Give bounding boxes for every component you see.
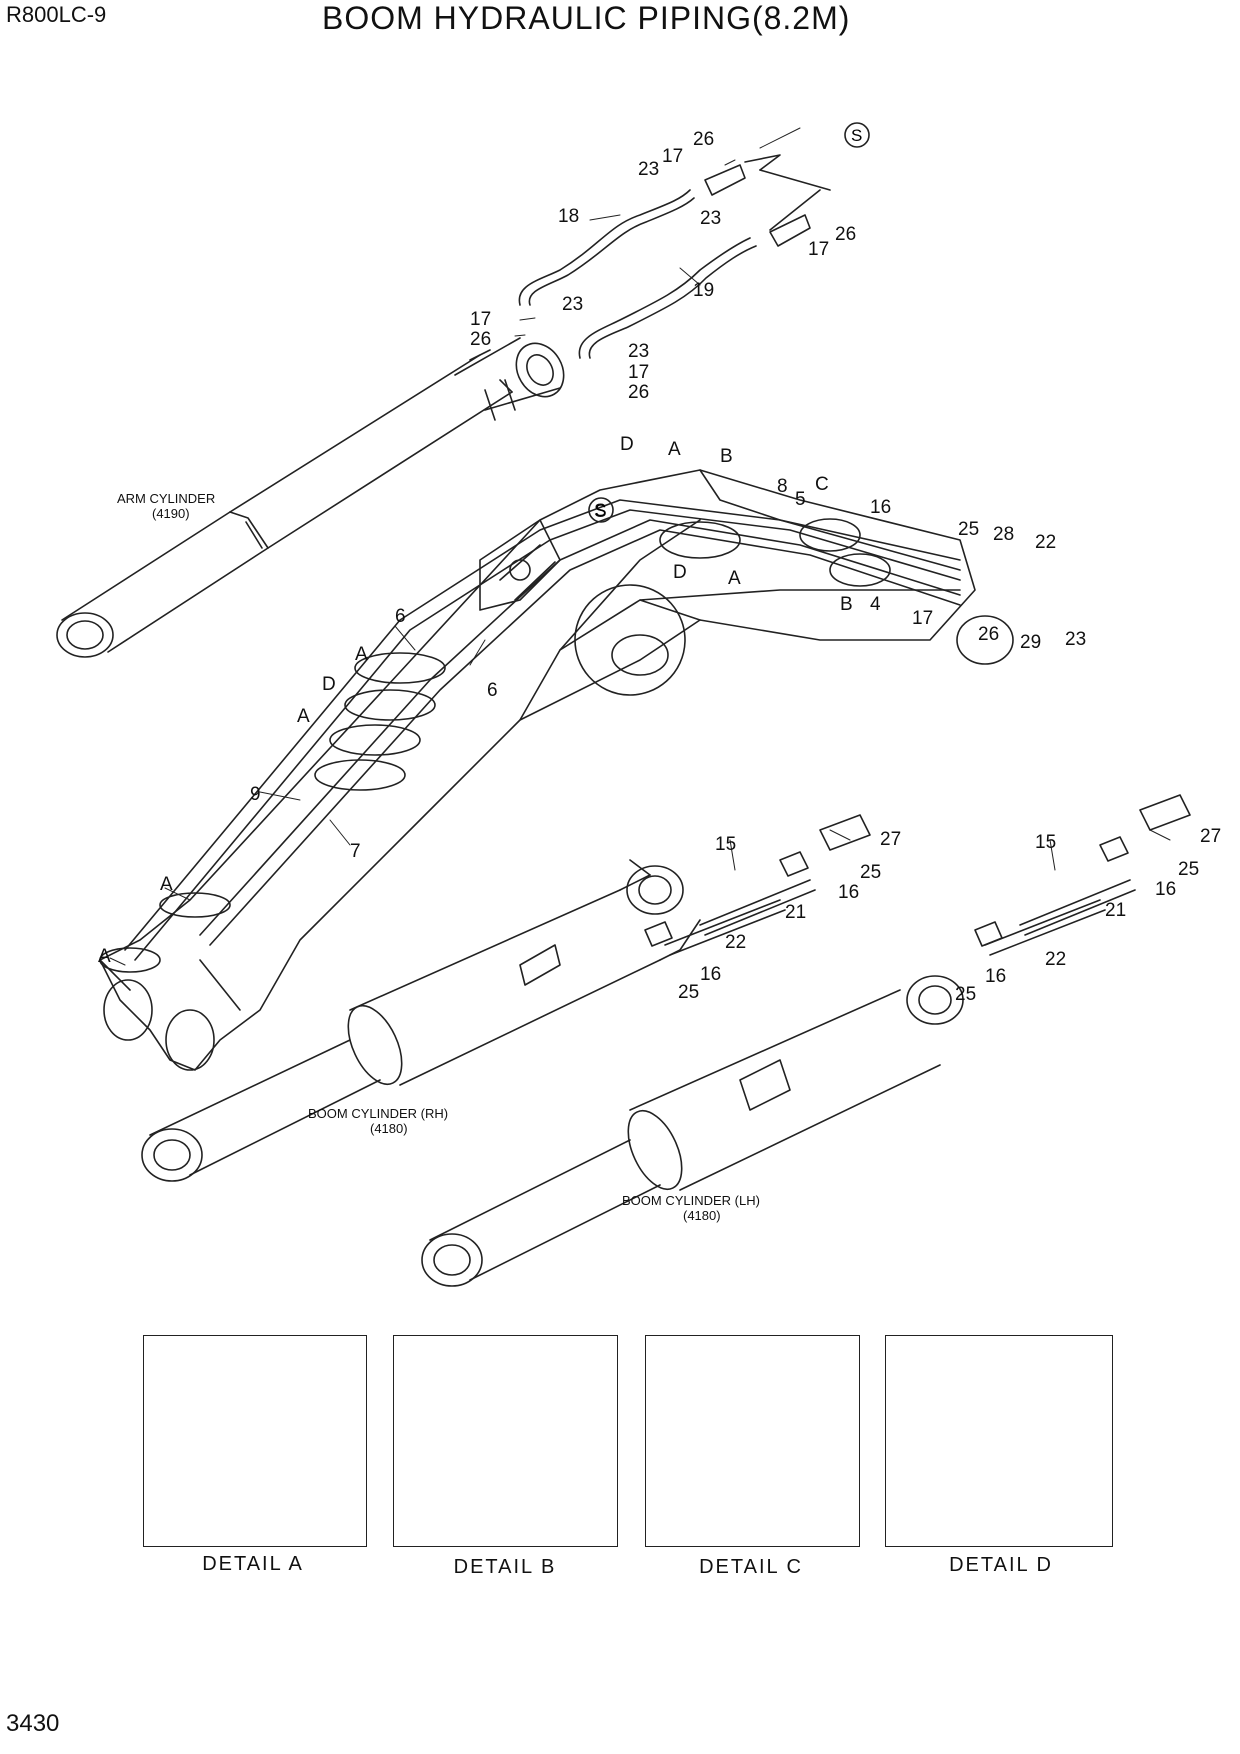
detail-c-label: DETAIL C <box>699 1556 803 1578</box>
callout: 23 <box>700 208 721 229</box>
callout: 15 <box>1035 832 1056 853</box>
callout: A <box>728 568 741 589</box>
callout: 27 <box>1200 826 1221 847</box>
callout: D <box>322 674 336 695</box>
detail-a-label: DETAIL A <box>202 1553 304 1575</box>
callout: A <box>160 874 173 895</box>
callout: A <box>297 706 310 727</box>
callout: 6 <box>487 680 498 701</box>
callout: 17 <box>662 146 683 167</box>
callout: 26 <box>470 329 491 350</box>
boom-cylinder-rh-ref: (4180) <box>370 1121 408 1136</box>
model-code: R800LC-9 <box>6 2 107 27</box>
detail-b-box <box>393 1335 618 1547</box>
callout: 23 <box>628 341 649 362</box>
callout: 22 <box>725 932 746 953</box>
callout: 22 <box>1045 949 1066 970</box>
callout: A <box>668 439 681 460</box>
boom-cylinder-lh-drawing <box>421 975 964 1287</box>
clamp-markers <box>99 518 891 973</box>
detail-a-box <box>143 1335 367 1547</box>
callout: 16 <box>870 497 891 518</box>
boom-cylinder-lh-ref: (4180) <box>683 1208 721 1223</box>
callout: 26 <box>693 129 714 150</box>
rh-hose-assembly <box>644 814 871 956</box>
callout: 25 <box>955 984 976 1005</box>
boom-cylinder-rh-drawing <box>141 859 701 1182</box>
callout: 7 <box>350 841 361 862</box>
callout: 29 <box>1020 632 1041 653</box>
callout: 26 <box>978 624 999 645</box>
callout: C <box>815 474 829 495</box>
callout: 25 <box>678 982 699 1003</box>
callout: 27 <box>880 829 901 850</box>
callout: A <box>98 946 111 967</box>
hose-18 <box>518 189 695 306</box>
s-marker-label: S <box>851 126 862 145</box>
s-marker-label: S <box>595 501 606 520</box>
callout: 6 <box>395 606 406 627</box>
arm-cylinder-drawing <box>56 337 565 658</box>
lh-hose-assembly <box>974 794 1191 956</box>
callout: 21 <box>1105 900 1126 921</box>
arm-cylinder-label: ARM CYLINDER <box>117 491 215 506</box>
page-title: BOOM HYDRAULIC PIPING(8.2M) <box>322 0 851 36</box>
callout: 17 <box>912 608 933 629</box>
boom-drawing <box>99 469 1014 1071</box>
callout: 19 <box>693 280 714 301</box>
callout: 8 <box>777 476 788 497</box>
callout: 17 <box>808 239 829 260</box>
callout: 25 <box>860 862 881 883</box>
callout: 9 <box>250 784 261 805</box>
callout: 23 <box>1065 629 1086 650</box>
detail-d-box <box>885 1335 1113 1547</box>
callout: 26 <box>628 382 649 403</box>
callout: 21 <box>785 902 806 923</box>
detail-b-label: DETAIL B <box>453 1556 557 1578</box>
page-number: 3430 <box>6 1710 60 1737</box>
callout: B <box>840 594 853 615</box>
detail-d-label: DETAIL D <box>949 1554 1053 1576</box>
callout: D <box>673 562 687 583</box>
callout: 25 <box>1178 859 1199 880</box>
callout: 5 <box>795 489 806 510</box>
hose-19 <box>578 237 757 359</box>
callout: 16 <box>1155 879 1176 900</box>
callout: 17 <box>470 309 491 330</box>
callout: 16 <box>838 882 859 903</box>
callout: 15 <box>715 834 736 855</box>
boom-pipes <box>124 499 961 961</box>
callout: 17 <box>628 362 649 383</box>
callout: B <box>720 446 733 467</box>
callout: 23 <box>562 294 583 315</box>
callout: 16 <box>700 964 721 985</box>
callout: 23 <box>638 159 659 180</box>
callout: 28 <box>993 524 1014 545</box>
callout: 16 <box>985 966 1006 987</box>
arm-cylinder-ref: (4190) <box>152 506 190 521</box>
boom-cylinder-rh-label: BOOM CYLINDER (RH) <box>308 1106 448 1121</box>
callout: S <box>594 501 607 522</box>
boom-cylinder-lh-label: BOOM CYLINDER (LH) <box>622 1193 760 1208</box>
callout: 25 <box>958 519 979 540</box>
callout: 18 <box>558 206 579 227</box>
callout: A <box>355 644 368 665</box>
callout: 22 <box>1035 532 1056 553</box>
callout: 26 <box>835 224 856 245</box>
callout: 4 <box>870 594 881 615</box>
detail-c-box <box>645 1335 860 1547</box>
callout: D <box>620 434 634 455</box>
